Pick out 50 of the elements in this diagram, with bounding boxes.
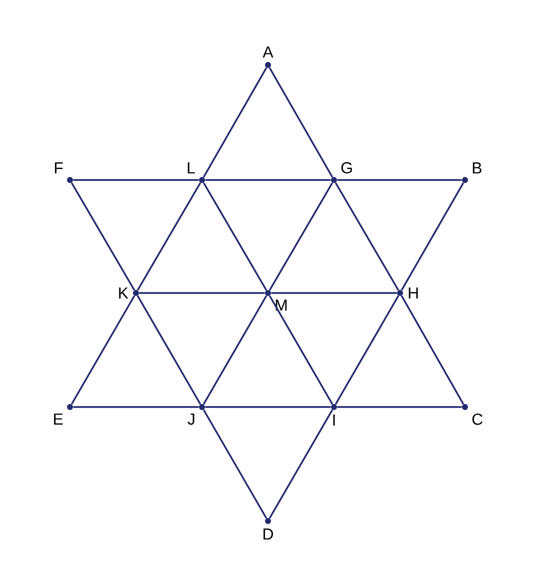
point: K	[119, 288, 139, 298]
point: F	[54, 162, 73, 183]
point: B	[462, 162, 482, 183]
line-segment	[202, 67, 268, 178]
line-segment	[334, 295, 400, 405]
line-segment	[136, 182, 202, 291]
node-label: I	[333, 414, 335, 426]
line-segment	[202, 295, 268, 405]
point: E	[54, 404, 73, 425]
point: L	[188, 162, 205, 183]
point: H	[397, 288, 418, 298]
node-label: B	[472, 162, 482, 174]
line-segment	[268, 182, 334, 291]
line-segment	[271, 292, 397, 294]
node-label: C	[472, 414, 483, 425]
point: I	[331, 404, 337, 426]
point: G	[331, 162, 352, 183]
line-segment	[139, 292, 265, 294]
node-label: J	[188, 414, 194, 425]
line-segment	[205, 406, 331, 408]
line-segment	[136, 295, 202, 405]
line-segment	[73, 179, 199, 181]
point: D	[264, 518, 274, 540]
node-label: L	[188, 162, 195, 174]
line-segment	[334, 182, 400, 291]
point: A	[262, 46, 274, 68]
line-segment	[268, 409, 334, 519]
node-label: G	[341, 162, 352, 174]
point: M	[265, 290, 287, 311]
line-segment	[400, 182, 464, 291]
line-segment	[205, 179, 331, 181]
line-segment	[73, 406, 199, 408]
line-segment	[337, 179, 462, 181]
point: C	[462, 404, 483, 425]
node-label: K	[119, 288, 128, 299]
line-segment	[400, 295, 464, 405]
node-label: F	[54, 162, 63, 174]
line-segment	[337, 406, 462, 408]
node-label: H	[408, 288, 418, 299]
node-label: E	[54, 414, 63, 425]
node-label: A	[262, 46, 274, 58]
line-segment	[268, 295, 334, 405]
point: J	[188, 404, 205, 425]
node-label: D	[264, 528, 274, 540]
line-segment	[70, 182, 136, 291]
node-label: M	[276, 300, 287, 311]
line-segment	[268, 67, 334, 178]
line-segment	[202, 182, 268, 291]
line-segment	[202, 409, 268, 519]
line-segment	[70, 295, 136, 405]
